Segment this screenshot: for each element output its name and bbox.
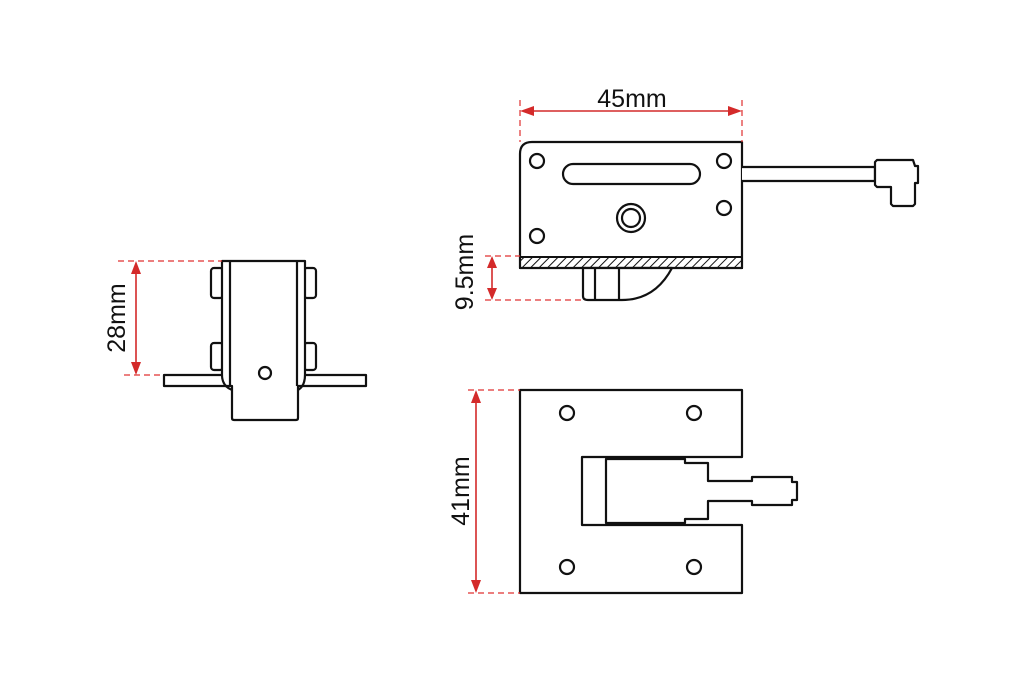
side-height-dimension: 28mm [103,260,222,376]
side-view [162,259,368,422]
width-dimension: 45mm [519,85,743,142]
depth-label: 41mm [447,456,475,525]
top-view [518,140,920,302]
width-label: 45mm [597,85,666,113]
side-height-label: 28mm [103,283,131,352]
thickness-dimension: 9.5mm [451,234,585,310]
depth-dimension: 41mm [447,389,520,594]
thickness-label: 9.5mm [451,234,479,310]
bottom-view [518,388,799,595]
